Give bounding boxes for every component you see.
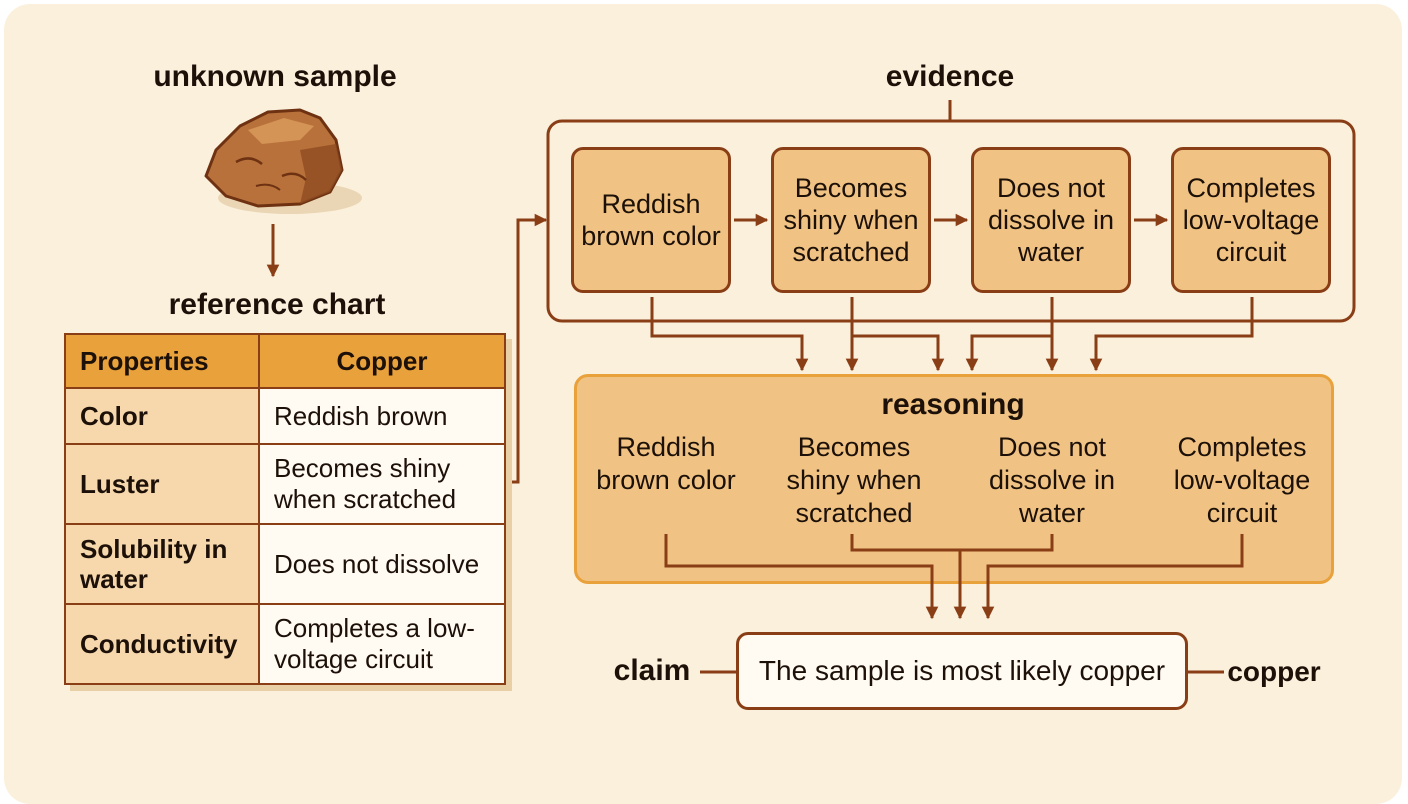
reasoning-item: Becomes shiny when scratched [786,432,922,528]
evidence-box-conductivity: Completes low-voltage circuit [1171,147,1331,293]
reference-title: reference chart [168,288,386,321]
evidence-text: Completes low-voltage circuit [1182,173,1320,267]
table-row: Solubility in water Does not dissolve [64,523,506,605]
evidence-text: Reddish brown color [581,189,721,251]
evidence-box-color: Reddish brown color [571,147,731,293]
evidence-title: evidence [885,60,1015,93]
value-cell: Reddish brown [258,387,506,445]
property-cell: Luster [64,443,260,525]
table-row: Luster Becomes shiny when scratched [64,443,506,525]
table-header-copper: Copper [258,333,506,389]
rock-sample-icon [204,108,362,214]
table-row: Conductivity Completes a low-voltage cir… [64,603,506,685]
reasoning-item: Reddish brown color [596,432,736,495]
table-row: Color Reddish brown [64,387,506,445]
claim-text: The sample is most likely copper [758,655,1166,686]
evidence-text: Becomes shiny when scratched [783,173,919,267]
value-cell: Does not dissolve [258,523,506,605]
property-cell: Color [64,387,260,445]
evidence-box-luster: Becomes shiny when scratched [771,147,931,293]
reference-table: Properties Copper Color Reddish brown Lu… [64,333,506,685]
table-header-row: Properties Copper [64,333,506,389]
sample-title: unknown sample [153,60,397,93]
property-cell: Conductivity [64,603,260,685]
claim-box: The sample is most likely copper [736,632,1188,710]
table-header-properties: Properties [64,333,260,389]
claim-result: copper [1227,656,1321,687]
claim-label: claim [613,654,691,687]
value-cell: Completes a low-voltage circuit [258,603,506,685]
evidence-box-solubility: Does not dissolve in water [971,147,1131,293]
value-cell: Becomes shiny when scratched [258,443,506,525]
reasoning-title: reasoning [881,388,1025,421]
reasoning-item: Completes low-voltage circuit [1173,432,1311,528]
connector-layer [204,100,1356,484]
diagram-canvas: unknown sample reference chart evidence … [4,4,1402,804]
property-cell: Solubility in water [64,523,260,605]
evidence-text: Does not dissolve in water [987,173,1115,267]
reasoning-item: Does not dissolve in water [988,432,1116,528]
